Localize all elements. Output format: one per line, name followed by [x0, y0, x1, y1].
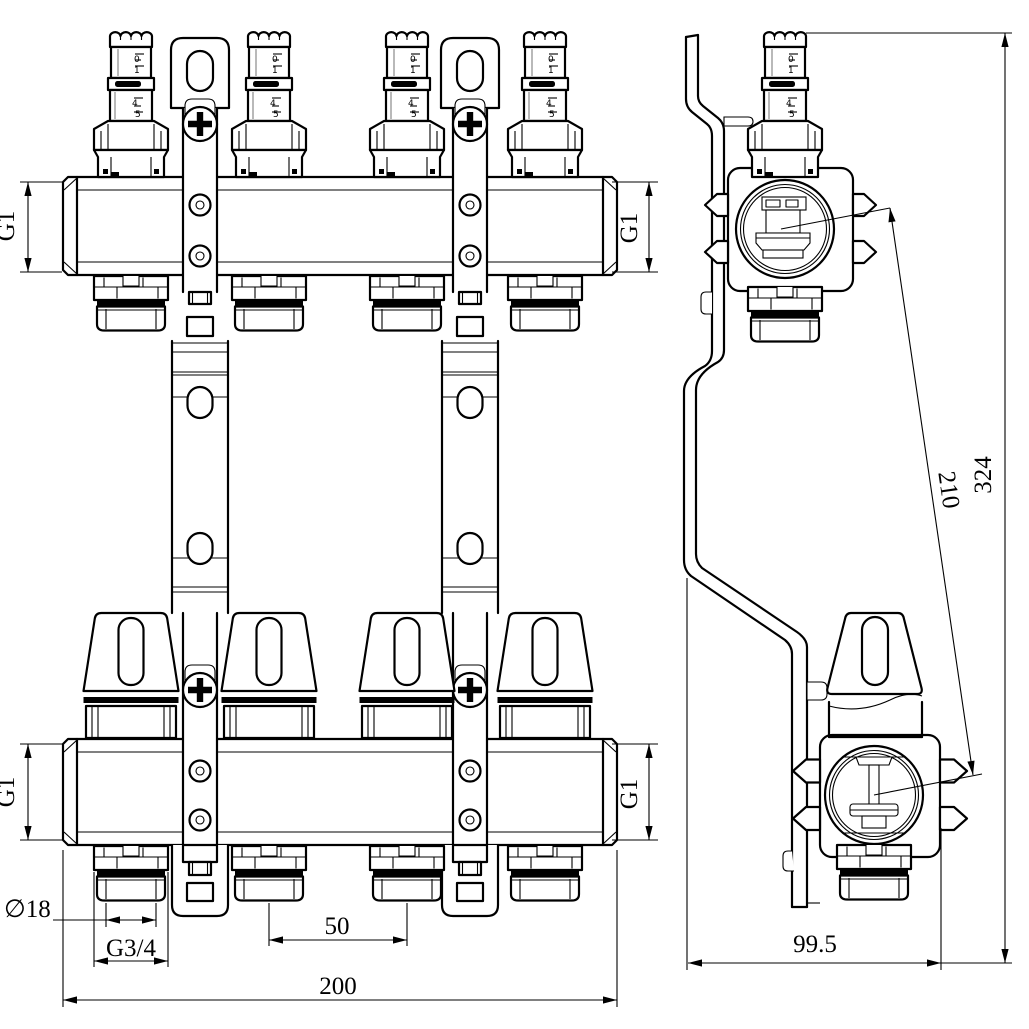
valve-scale-marks: 0 1 4 5 0 1 4 5 0 1 4 5 0 1 4 5 [132, 55, 555, 120]
valve1-mark-0: 0 [134, 55, 140, 65]
valve1-mark-1: 1 [134, 66, 140, 76]
valve3-mark-4: 4 [408, 99, 414, 109]
side-top-valve: 0 1 4 5 [703, 31, 878, 343]
dim-label-total-length: 200 [319, 973, 357, 1000]
valve1-mark-5: 5 [135, 110, 141, 120]
dimension-depth-99-5: 99.5 [686, 578, 942, 970]
dimension-outlet-thread: G3/4 [93, 872, 169, 967]
dim-label-depth: 99.5 [793, 931, 837, 958]
dim-label-outlet-spacing: 50 [325, 913, 350, 940]
wall-bracket [682, 33, 828, 909]
valve4-mark-1: 1 [548, 66, 554, 76]
dimension-center-distance-210: 210 [780, 207, 983, 796]
dim-label-center-distance: 210 [932, 469, 964, 510]
dim-label-g1-bottom-right: G1 [616, 779, 643, 810]
dim-label-outlet-thread: G3/4 [106, 935, 157, 962]
dimension-outlet-diameter: ∅18 [4, 896, 157, 927]
dimension-g1-top-left: G1 [0, 181, 62, 273]
side-view: 0 1 4 5 324 99.5 [682, 31, 1012, 970]
dim-label-height: 324 [970, 456, 997, 494]
bottom-manifold-bar [61, 737, 619, 847]
side-valve-mark-4: 4 [786, 99, 792, 109]
dimension-total-length: 200 [62, 850, 618, 1007]
dim-label-g1-bottom-left: G1 [0, 777, 20, 808]
dimension-g1-bottom-left: G1 [0, 743, 62, 841]
valve2-mark-4: 4 [270, 99, 276, 109]
valve4-mark-0: 0 [548, 55, 554, 65]
front-view: 0 1 4 5 0 1 4 5 0 1 4 5 0 1 4 5 G1 G1 G1 [0, 31, 658, 1007]
dim-label-g1-top-right: G1 [616, 213, 643, 244]
side-valve-mark-0: 0 [788, 55, 794, 65]
valve3-mark-1: 1 [410, 66, 416, 76]
dimension-g1-top-right: G1 [612, 181, 658, 273]
dimension-g1-bottom-right: G1 [612, 743, 658, 841]
valve3-mark-0: 0 [410, 55, 416, 65]
valve1-mark-4: 4 [132, 99, 138, 109]
valve2-mark-0: 0 [272, 55, 278, 65]
side-valve-mark-5: 5 [789, 110, 795, 120]
dim-label-g1-top-left: G1 [0, 211, 20, 242]
dimension-outlet-spacing: 50 [268, 903, 408, 946]
valve2-mark-1: 1 [272, 66, 278, 76]
top-manifold-bar [61, 175, 619, 277]
valve4-mark-4: 4 [546, 99, 552, 109]
valve3-mark-5: 5 [411, 110, 417, 120]
valve2-mark-5: 5 [273, 110, 279, 120]
dim-label-outlet-diameter: ∅18 [4, 896, 51, 923]
side-valve-mark-1: 1 [788, 66, 794, 76]
valve4-mark-5: 5 [549, 110, 555, 120]
